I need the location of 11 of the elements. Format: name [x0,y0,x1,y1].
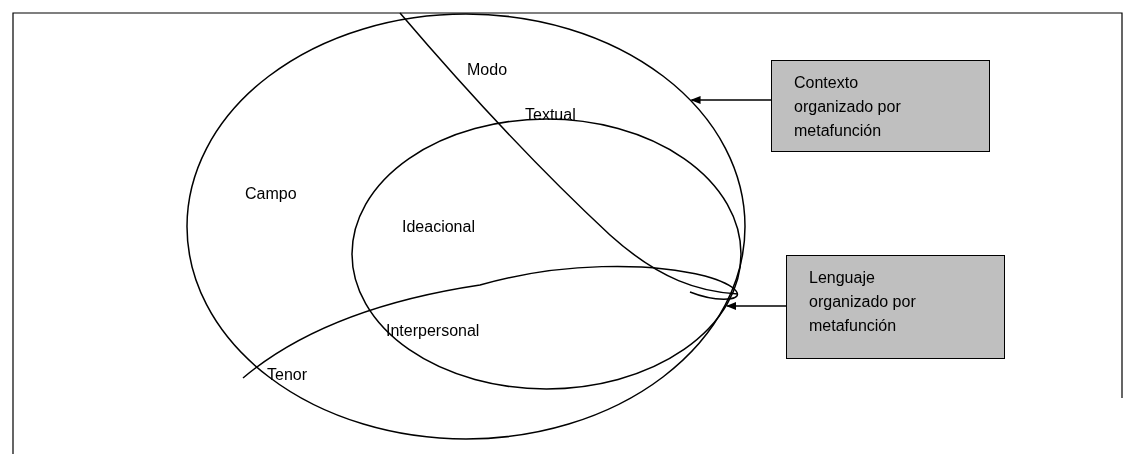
arrow [726,302,787,310]
text-box [786,255,1005,359]
box-text: Contexto organizado por metafunción [794,73,902,141]
interpersonal-label: Interpersonal [386,322,480,340]
ideational-label: Ideacional [402,218,475,236]
box-text: Lenguaje organizado por metafunción [809,268,917,336]
tenor-label: Tenor [267,366,308,384]
mode-label: Modo [467,61,508,79]
field-label: Campo [245,185,297,203]
text-box [771,60,990,152]
arrow [690,96,772,104]
